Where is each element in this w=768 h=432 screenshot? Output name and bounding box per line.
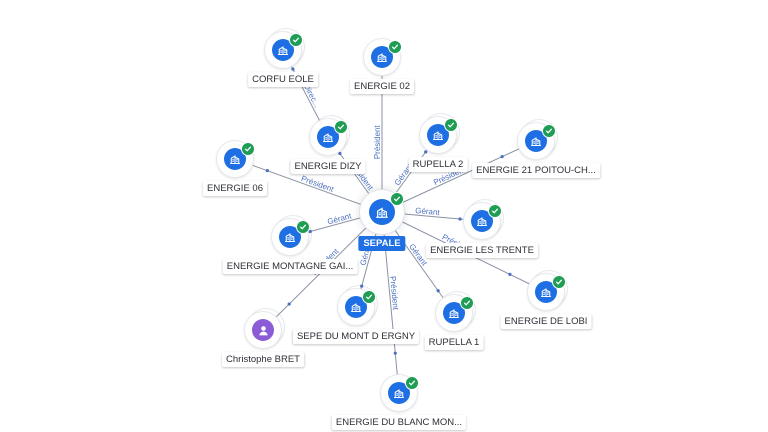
verified-check-icon <box>362 290 376 304</box>
node-label[interactable]: CORFU EOLE <box>248 72 318 87</box>
verified-check-icon <box>542 124 556 138</box>
node-label[interactable]: ENERGIE MONTAGNE GAI... <box>222 259 358 274</box>
edge-arrow <box>436 289 440 293</box>
node-label[interactable]: Christophe BRET <box>222 352 304 367</box>
node-label[interactable]: ENERGIE 02 <box>350 79 414 94</box>
verified-check-icon <box>444 118 458 132</box>
edge-arrow <box>338 151 342 156</box>
edge-label: Président <box>300 174 336 194</box>
edge-arrow <box>291 67 295 71</box>
node-label[interactable]: ENERGIE LES TRENTE <box>426 243 538 258</box>
verified-check-icon <box>241 142 255 156</box>
verified-check-icon <box>552 275 566 289</box>
person-icon <box>252 319 274 341</box>
building-icon <box>345 296 367 318</box>
building-icon <box>317 126 339 148</box>
node-label[interactable]: ENERGIE DIZY <box>290 159 366 174</box>
edge-label: Gérant <box>415 206 441 217</box>
edge-arrow <box>360 284 364 288</box>
node-label[interactable]: ENERGIE DU BLANC MON... <box>331 415 467 430</box>
edge-center-energie-06 <box>234 158 383 213</box>
verified-check-icon <box>460 296 474 310</box>
building-icon <box>427 124 449 146</box>
building-icon <box>272 39 294 61</box>
building-icon <box>224 148 246 170</box>
edge-arrow <box>458 217 462 221</box>
node-label[interactable]: ENERGIE 21 POITOU-CH... <box>472 163 600 178</box>
verified-check-icon <box>296 220 310 234</box>
verified-check-icon <box>488 204 502 218</box>
node-label[interactable]: ENERGIE 06 <box>203 181 267 196</box>
edge-arrow <box>308 229 312 234</box>
edge-arrow <box>265 169 269 173</box>
edge-arrow <box>500 155 504 159</box>
edge-arrow <box>424 150 428 154</box>
verified-check-icon <box>405 376 419 390</box>
edge-arrow <box>393 351 397 355</box>
building-icon <box>279 226 301 248</box>
node-label[interactable]: SEPE DU MONT D ERGNY <box>292 329 420 344</box>
verified-check-icon <box>334 120 348 134</box>
edge-label: Gérant <box>326 211 353 226</box>
building-icon <box>471 210 493 232</box>
verified-check-icon <box>390 192 404 206</box>
verified-check-icon <box>289 33 303 47</box>
building-icon <box>371 46 393 68</box>
verified-check-icon <box>388 40 402 54</box>
node-label[interactable]: RUPELLA 2 <box>408 157 468 172</box>
center-node-label[interactable]: SEPALE <box>358 236 406 251</box>
edge-label: Président <box>373 125 382 160</box>
edge-label: Président <box>388 276 400 311</box>
edge-arrow <box>508 272 512 276</box>
node-label[interactable]: ENERGIE DE LOBI <box>500 314 592 329</box>
node-label[interactable]: RUPELLA 1 <box>424 335 484 350</box>
building-icon <box>525 130 547 152</box>
edge-arrow <box>287 302 291 306</box>
edge-center-energie-21 <box>381 140 537 213</box>
building-icon <box>388 382 410 404</box>
building-icon <box>535 281 557 303</box>
building-icon <box>443 302 465 324</box>
